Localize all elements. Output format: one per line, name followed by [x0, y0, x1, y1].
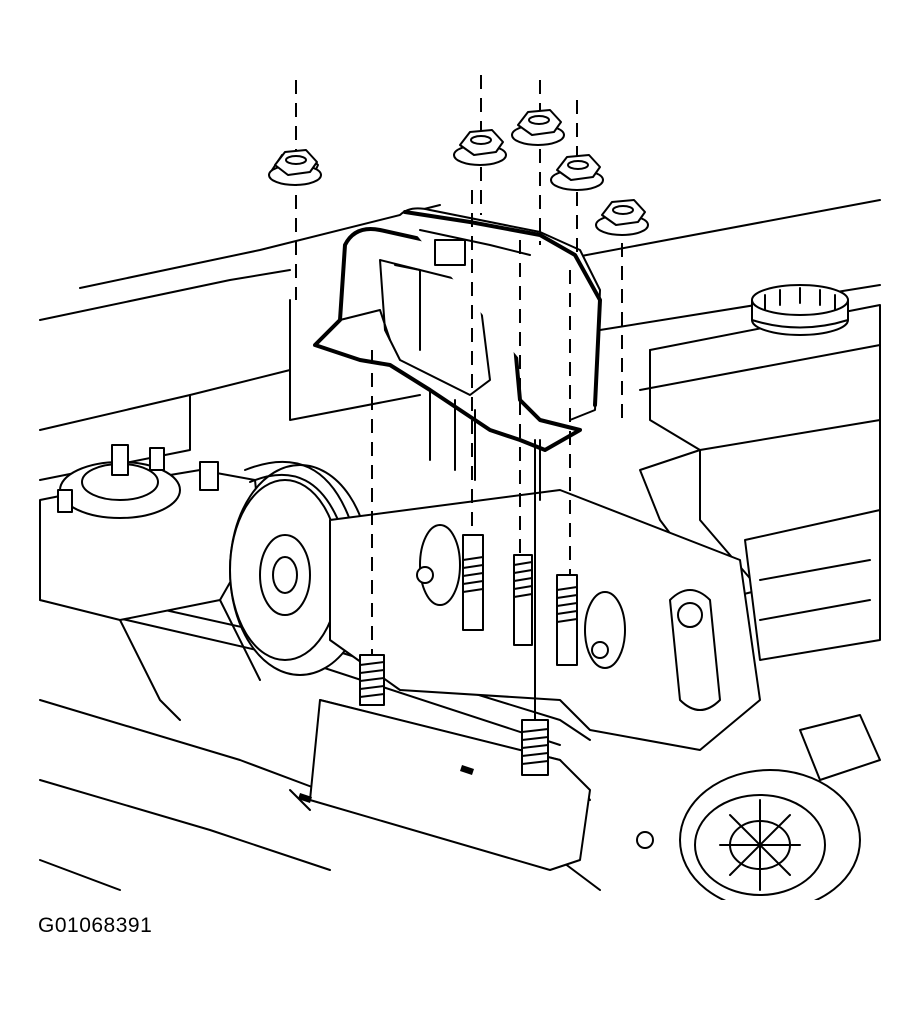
nut-5: [595, 199, 649, 236]
strut-tower: [39, 444, 261, 721]
mount-nuts: [268, 109, 649, 236]
oil-filler-cap: [751, 284, 849, 336]
nut-3: [511, 109, 565, 146]
accessory-pulley: [679, 714, 881, 900]
transaxle-mount: [313, 207, 602, 501]
frame-fasteners: [298, 566, 654, 849]
nut-1: [268, 149, 322, 186]
nut-2: [453, 129, 507, 166]
stud-1: [359, 654, 385, 706]
threaded-studs: [359, 534, 578, 776]
stud-3: [513, 554, 533, 646]
stud-4: [556, 574, 578, 666]
frame-bracket: [289, 489, 761, 871]
stud-2: [462, 534, 484, 631]
engine-mount-exploded-illustration: [39, 75, 881, 900]
figure-id-label: G01068391: [38, 914, 153, 937]
stud-5: [521, 719, 549, 776]
nut-4: [550, 154, 604, 191]
